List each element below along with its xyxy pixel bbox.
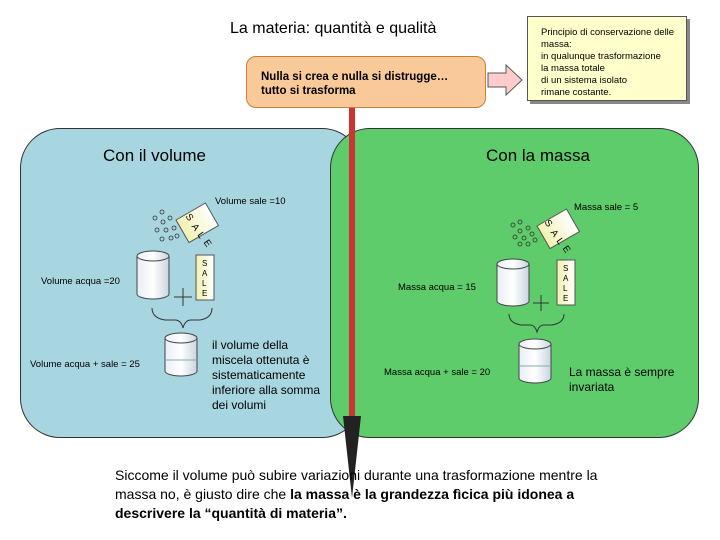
plus-sign-right	[533, 295, 549, 311]
mass-mix-label: Massa acqua + sale = 20	[384, 367, 491, 378]
mix-cylinder-left	[164, 332, 198, 377]
principle-line: rimane costante.	[541, 87, 612, 98]
brace-left	[151, 307, 213, 329]
motto-box: Nulla si crea e nulla si distrugge… tutt…	[246, 56, 486, 108]
page-title: La materia: quantità e qualità	[230, 20, 437, 37]
principle-line: di un sistema isolato	[541, 75, 628, 86]
principle-note: Principio di conservazione delle massa: …	[527, 16, 687, 101]
principle-line: Principio di conservazione delle massa:	[541, 27, 675, 50]
conclusion-bold: la massa è la grandezza fìcica più idone…	[115, 486, 575, 521]
water-cylinder-right	[496, 258, 530, 307]
motto-line-1: Nulla si crea e nulla si distrugge…	[261, 71, 449, 83]
plus-sign-left	[174, 288, 192, 306]
principle-line: in qualunque trasformazione	[541, 51, 661, 62]
conclusion-plain: Siccome il volume può subire variazioni …	[115, 467, 598, 502]
motto-line-2: tutto si trasforma	[261, 85, 356, 97]
volume-heading: Con il volume	[103, 146, 206, 165]
arrow-to-principle	[487, 63, 523, 97]
salt-grains-right	[510, 219, 538, 247]
down-arrow-shaft	[349, 108, 355, 426]
volume-water-label: Volume acqua =20	[41, 276, 120, 287]
salt-bag-right	[536, 208, 581, 250]
mass-salt-label: Massa sale = 5	[574, 202, 639, 213]
volume-panel	[20, 128, 362, 438]
mix-cylinder-right	[518, 338, 552, 384]
mass-water-label: Massa acqua = 15	[398, 282, 476, 293]
down-arrow-head	[343, 416, 361, 498]
volume-mix-label: Volume acqua + sale = 25	[30, 359, 140, 370]
salt-bag-left	[175, 202, 220, 244]
principle-line: la massa totale	[541, 63, 605, 74]
volume-salt-label: Volume sale =10	[215, 196, 286, 207]
salt-grains-left	[152, 209, 180, 242]
brace-right	[508, 313, 565, 334]
mass-heading: Con la massa	[486, 146, 590, 165]
conclusion-text: Siccome il volume può subire variazioni …	[115, 466, 615, 523]
salt-box-right	[556, 259, 576, 306]
salt-box-left	[195, 254, 215, 301]
water-cylinder-left	[136, 250, 170, 300]
